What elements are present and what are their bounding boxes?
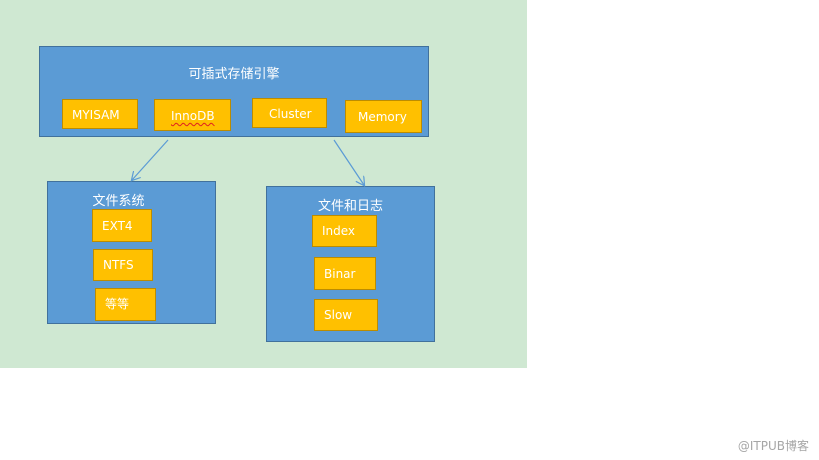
filesystem-box: 文件系统	[47, 181, 216, 324]
watermark: @ITPUB博客	[737, 439, 809, 453]
files-logs-item-binar: Binar	[314, 257, 376, 290]
engine-item-cluster: Cluster	[252, 98, 327, 128]
engine-item-myisam: MYISAM	[62, 99, 138, 129]
engine-item-memory: Memory	[345, 100, 422, 133]
files-logs-item-index: Index	[312, 215, 377, 247]
engine-item-innodb-label: InnoDB	[171, 109, 215, 123]
engine-box-title: 可插式存储引擎	[188, 67, 280, 82]
files-logs-box-title: 文件和日志	[317, 199, 383, 214]
engine-item-innodb: InnoDB	[154, 99, 231, 131]
filesystem-item-ext4: EXT4	[92, 209, 152, 242]
files-logs-item-slow: Slow	[314, 299, 378, 331]
filesystem-item-ntfs: NTFS	[93, 249, 153, 281]
filesystem-box-title: 文件系统	[92, 194, 145, 209]
filesystem-item-etc: 等等	[95, 288, 156, 321]
